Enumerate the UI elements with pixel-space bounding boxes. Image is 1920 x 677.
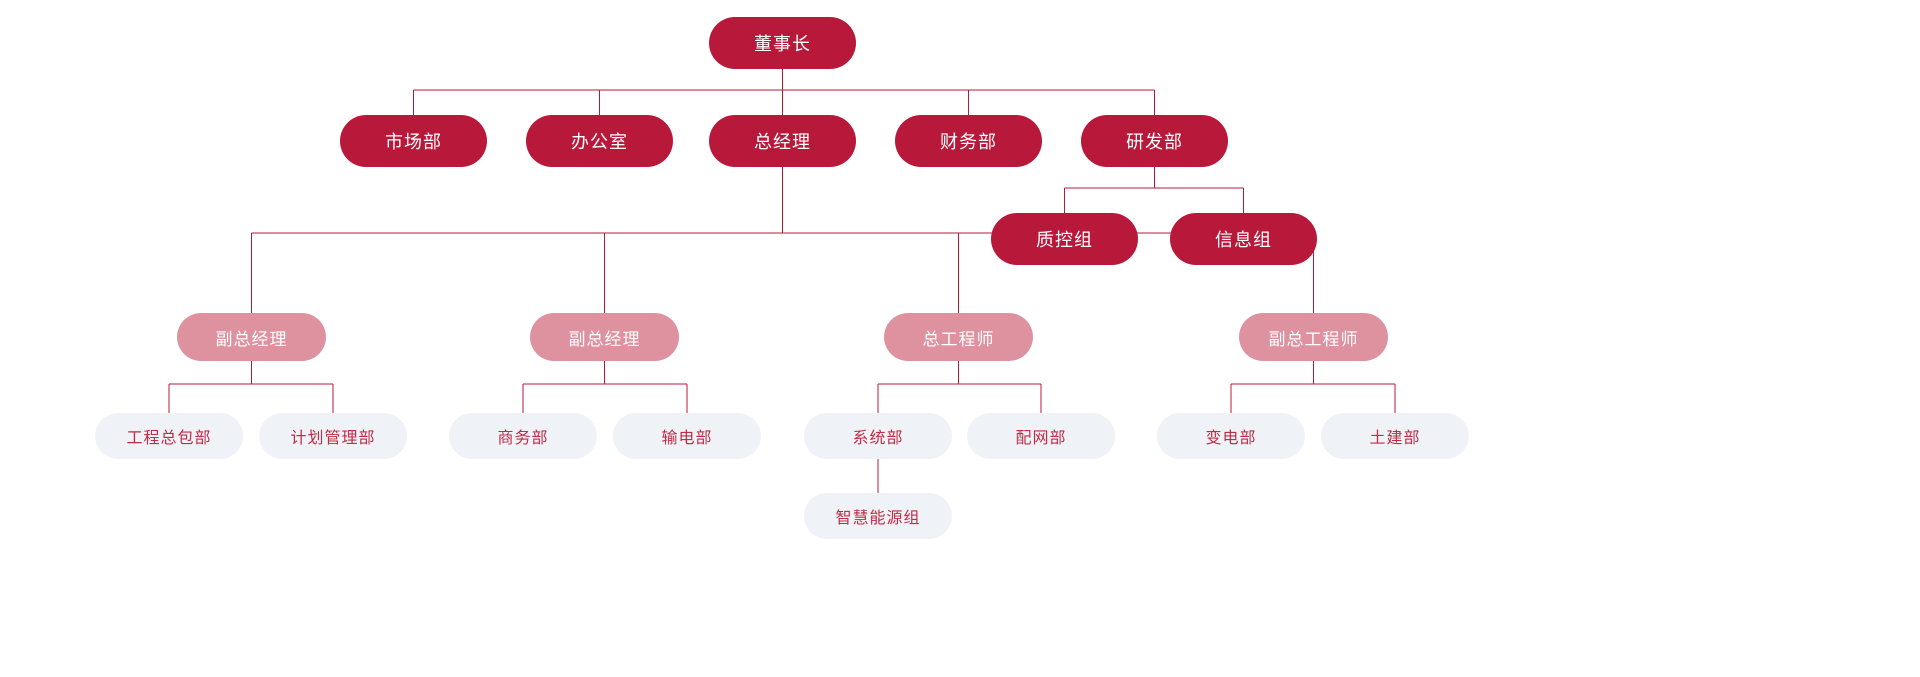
org-node-planning-dept[interactable]: 计划管理部 [259,413,407,459]
org-node-label: 副总经理 [568,329,641,349]
org-node-chief-eng[interactable]: 总工程师 [884,313,1033,361]
org-node-label: 董事长 [754,34,811,54]
org-node-label: 信息组 [1215,230,1272,250]
org-node-chairman[interactable]: 董事长 [709,17,856,69]
org-node-label: 土建部 [1369,430,1421,447]
org-node-label: 副总经理 [215,329,288,349]
org-node-transmission[interactable]: 输电部 [613,413,761,459]
org-node-rnd[interactable]: 研发部 [1081,115,1228,167]
org-node-label: 办公室 [571,132,628,152]
org-node-label: 系统部 [852,430,904,447]
org-node-label: 输电部 [661,430,713,447]
org-node-finance[interactable]: 财务部 [895,115,1042,167]
org-node-epc-dept[interactable]: 工程总包部 [95,413,243,459]
org-node-label: 总工程师 [922,329,995,349]
org-node-deputy-chief[interactable]: 副总工程师 [1239,313,1388,361]
org-node-label: 财务部 [940,132,997,152]
org-node-marketing[interactable]: 市场部 [340,115,487,167]
org-node-qc-group[interactable]: 质控组 [991,213,1138,265]
org-node-dgm-2[interactable]: 副总经理 [530,313,679,361]
org-node-label: 副总工程师 [1268,329,1359,349]
org-node-label: 总经理 [754,132,811,152]
org-node-label: 研发部 [1126,132,1183,152]
org-node-label: 商务部 [497,430,549,447]
org-node-label: 配网部 [1015,430,1067,447]
org-node-distribution[interactable]: 配网部 [967,413,1115,459]
org-node-dgm-1[interactable]: 副总经理 [177,313,326,361]
org-node-label: 计划管理部 [290,430,376,447]
org-node-civil-dept[interactable]: 土建部 [1321,413,1469,459]
org-node-system-dept[interactable]: 系统部 [804,413,952,459]
org-node-info-group[interactable]: 信息组 [1170,213,1317,265]
org-node-substation[interactable]: 变电部 [1157,413,1305,459]
org-node-business-dept[interactable]: 商务部 [449,413,597,459]
org-node-label: 质控组 [1036,230,1093,250]
org-node-label: 市场部 [385,132,442,152]
org-node-smart-energy[interactable]: 智慧能源组 [804,493,952,539]
org-node-office[interactable]: 办公室 [526,115,673,167]
org-node-label: 变电部 [1205,430,1257,447]
org-node-gm[interactable]: 总经理 [709,115,856,167]
org-node-label: 智慧能源组 [835,510,921,527]
org-node-label: 工程总包部 [126,430,212,447]
